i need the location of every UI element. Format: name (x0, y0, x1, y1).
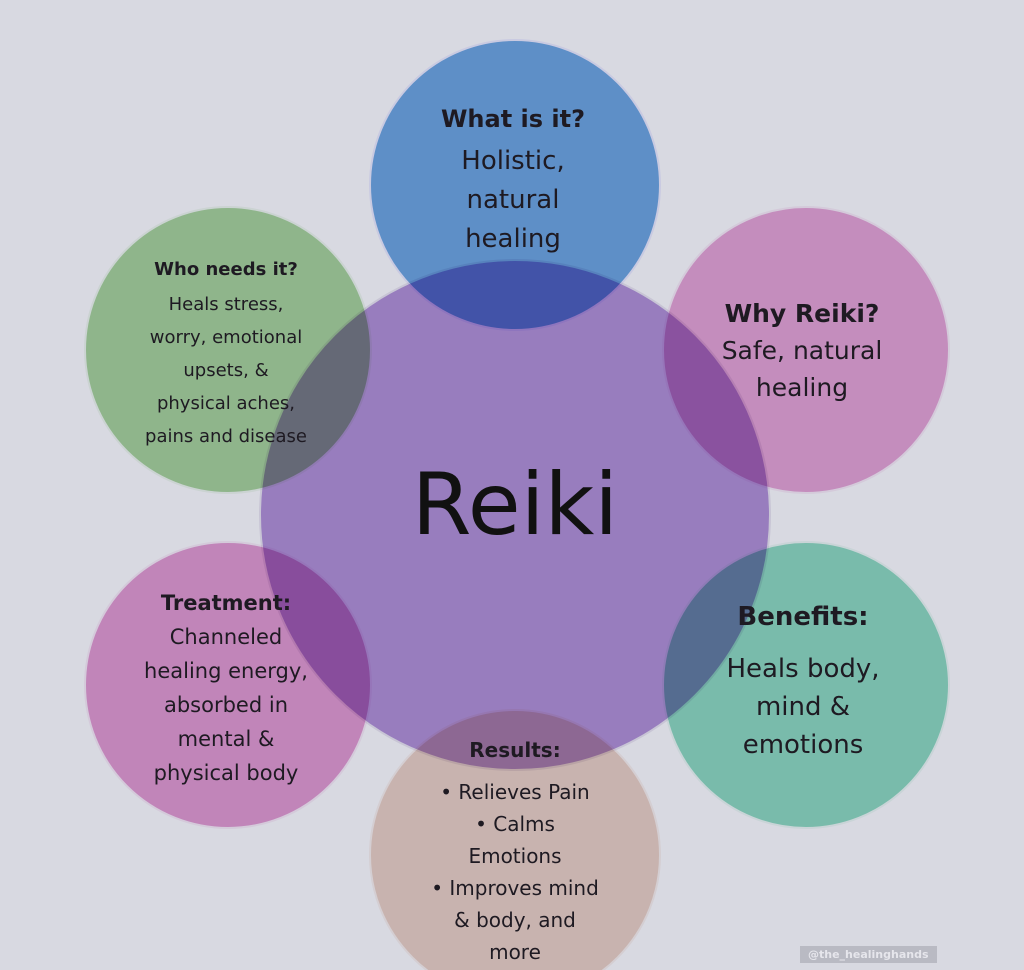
results-text: Results: • Relieves Pain • Calms Emotion… (431, 734, 599, 968)
results-line: Emotions (468, 844, 562, 868)
benefits-text: Benefits: Heals body, mind & emotions (726, 598, 879, 764)
benefits-heading: Benefits: (737, 602, 869, 632)
why-text: Why Reiki? Safe, natural healing (722, 295, 883, 406)
what-circle (369, 39, 661, 331)
treatment-line: healing energy, (144, 659, 308, 683)
why-line: Safe, natural (721, 336, 883, 365)
results-heading: Results: (469, 738, 561, 762)
center-title: Reiki (411, 455, 619, 555)
why-circle (662, 206, 950, 494)
treatment-line: Channeled (169, 625, 283, 649)
what-line: Holistic, (461, 146, 565, 176)
treatment-line: physical body (153, 761, 299, 785)
who-line: physical aches, (156, 393, 296, 414)
who-line: upsets, & (183, 360, 269, 381)
treatment-heading: Treatment: (160, 591, 292, 615)
results-line: • Calms (475, 812, 555, 836)
results-line: more (489, 940, 541, 964)
treatment-circle (84, 541, 372, 829)
who-line: Heals stress, (168, 294, 284, 315)
treatment-text: Treatment: Channeled healing energy, abs… (144, 586, 308, 790)
what-heading: What is it? (440, 105, 586, 133)
why-heading: Why Reiki? (724, 299, 880, 328)
results-circle (369, 709, 661, 970)
who-heading: Who needs it? (154, 259, 298, 280)
what-line: natural (466, 185, 560, 215)
who-text: Who needs it? Heals stress, worry, emoti… (145, 253, 307, 453)
benefits-line: emotions (742, 730, 864, 760)
what-line: healing (465, 224, 561, 254)
who-line: pains and disease (145, 426, 307, 447)
what-text: What is it? Holistic, natural healing (441, 100, 585, 259)
results-line: • Relieves Pain (440, 780, 590, 804)
who-circle (84, 206, 372, 494)
results-line: • Improves mind (431, 876, 599, 900)
treatment-line: absorbed in (163, 693, 289, 717)
benefits-line: Heals body, (726, 654, 880, 684)
benefits-circle (662, 541, 950, 829)
who-line: worry, emotional (149, 327, 303, 348)
why-line: healing (755, 373, 849, 402)
results-line: & body, and (454, 908, 576, 932)
benefits-line: mind & (755, 692, 851, 722)
watermark: @the_healinghands (800, 946, 937, 963)
treatment-line: mental & (177, 727, 275, 751)
